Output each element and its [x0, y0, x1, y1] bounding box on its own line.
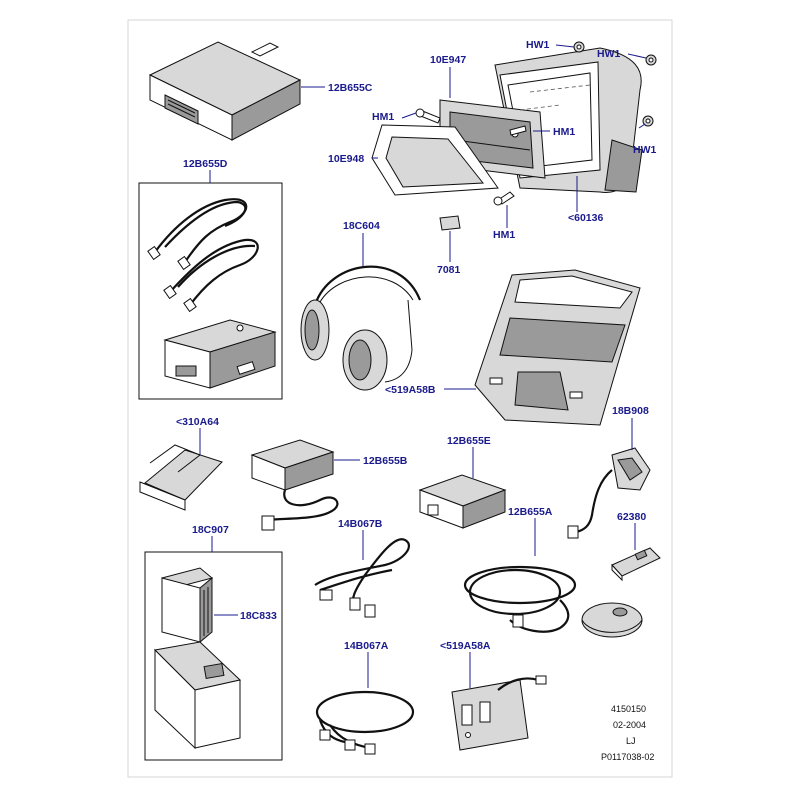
part-519A58B-overhead-console[interactable]: [474, 269, 641, 426]
label-519A58A: <519A58A: [440, 640, 491, 652]
hardware-HM1-screws[interactable]: [415, 108, 527, 206]
label-18C907: 18C907: [192, 524, 229, 536]
label-HM1-b: HM1: [553, 126, 575, 138]
part-12B655E-module[interactable]: [418, 474, 507, 529]
label-519A58B: <519A58B: [385, 384, 436, 396]
label-18B908: 18B908: [612, 405, 649, 417]
footer-date: 02-2004: [613, 720, 646, 730]
part-18C907-player-housing[interactable]: [153, 641, 242, 750]
label-60136: <60136: [568, 212, 603, 224]
label-HW1-b: HW1: [597, 48, 620, 60]
part-12B655A-harness[interactable]: [463, 565, 577, 633]
part-12B655D-interface-box[interactable]: [163, 319, 277, 389]
footer-initials: LJ: [626, 736, 636, 746]
label-62380: 62380: [617, 511, 646, 523]
part-12B655D-rca-cables[interactable]: [147, 198, 259, 313]
label-HW1-a: HW1: [526, 39, 549, 51]
label-18C833: 18C833: [240, 610, 277, 622]
label-HM1-a: HM1: [372, 111, 394, 123]
label-7081: 7081: [437, 264, 461, 276]
label-18C604: 18C604: [343, 220, 380, 232]
part-18C604-headphones[interactable]: [300, 265, 422, 391]
label-HW1-c: HW1: [633, 144, 656, 156]
part-14B067A-harness[interactable]: [315, 690, 415, 755]
footer-drawing-number: 4150150: [611, 704, 646, 714]
label-10E948: 10E948: [328, 153, 364, 165]
part-519A58A-switch-panel[interactable]: [451, 675, 547, 751]
footer-reference: P0117038-02: [601, 752, 654, 762]
part-7081-clip[interactable]: [439, 215, 461, 231]
part-310A64-bracket[interactable]: [139, 444, 223, 511]
label-310A64: <310A64: [176, 416, 219, 428]
label-14B067A: 14B067A: [344, 640, 389, 652]
part-12B655C-module[interactable]: [148, 41, 302, 141]
label-12B655B: 12B655B: [363, 455, 408, 467]
part-dome-antenna[interactable]: [581, 602, 643, 638]
part-18C833-cartridge[interactable]: [160, 567, 214, 644]
part-10E948-bezel[interactable]: [371, 124, 499, 196]
label-12B655D: 12B655D: [183, 158, 228, 170]
part-62380-remote[interactable]: [611, 547, 661, 582]
label-12B655C: 12B655C: [328, 82, 373, 94]
part-12B655B-receiver[interactable]: [250, 439, 339, 531]
label-10E947: 10E947: [430, 54, 466, 66]
label-HM1-c: HM1: [493, 229, 515, 241]
part-14B067B-harness[interactable]: [314, 538, 410, 618]
part-18B908-sensor[interactable]: [567, 447, 651, 539]
label-12B655E: 12B655E: [447, 435, 491, 447]
label-12B655A: 12B655A: [508, 506, 553, 518]
label-14B067B: 14B067B: [338, 518, 383, 530]
part-18C907-kit-box: [144, 551, 283, 761]
